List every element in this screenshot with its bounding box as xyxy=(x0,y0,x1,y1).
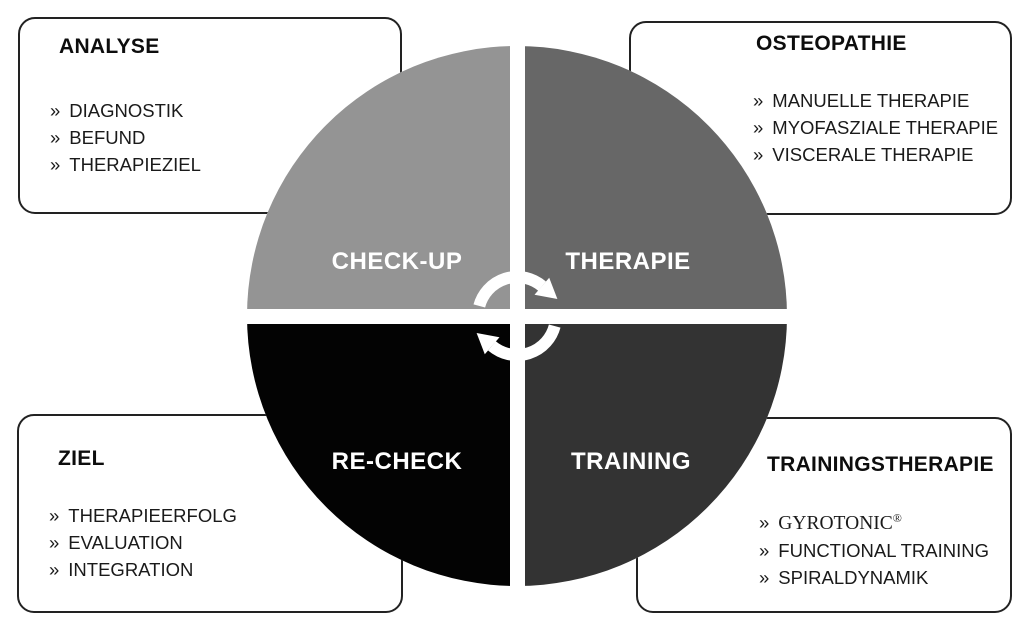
list-item-label: BEFUND xyxy=(69,127,146,148)
list-item-label: MANUELLE THERAPIE xyxy=(772,90,970,111)
list-item-label: INTEGRATION xyxy=(68,559,194,580)
guillemet-bullet-icon: » xyxy=(759,567,770,589)
guillemet-bullet-icon: » xyxy=(753,90,764,111)
guillemet-bullet-icon: » xyxy=(759,540,770,562)
list-item-label: MYOFASZIALE THERAPIE xyxy=(772,117,999,138)
list-item-label: DIAGNOSTIK xyxy=(69,100,184,121)
list-item: » FUNCTIONAL TRAINING xyxy=(759,537,1010,564)
panel-item-list: » MANUELLE THERAPIE » MYOFASZIALE THERAPIE… xyxy=(753,87,1010,168)
guillemet-bullet-icon: » xyxy=(49,532,60,553)
cycle-arrow-top xyxy=(473,270,558,308)
cycle-diagram: CHECK-UP THERAPIE RE-CHECK TRAINING xyxy=(247,46,787,586)
panel-title: ANALYSE xyxy=(59,35,160,58)
list-item-label: EVALUATION xyxy=(68,532,183,553)
list-item: » THERAPIEERFOLG xyxy=(49,502,401,529)
list-item-label: VISCERALE THERAPIE xyxy=(772,144,974,165)
list-item-label: GYROTONIC xyxy=(778,513,893,535)
guillemet-bullet-icon: » xyxy=(753,117,764,138)
cycle-arrow-bottom xyxy=(476,324,561,362)
guillemet-bullet-icon: » xyxy=(50,127,61,148)
list-item-label: SPIRALDYNAMIK xyxy=(778,567,929,589)
guillemet-bullet-icon: » xyxy=(50,100,61,121)
guillemet-bullet-icon: » xyxy=(759,512,770,534)
list-item: » GYROTONIC® xyxy=(759,505,1010,537)
list-item: » SPIRALDYNAMIK xyxy=(759,564,1010,591)
list-item-label: THERAPIEZIEL xyxy=(69,154,201,175)
panel-title: ZIEL xyxy=(58,447,105,470)
list-item: » MANUELLE THERAPIE xyxy=(753,87,1010,114)
guillemet-bullet-icon: » xyxy=(49,559,60,580)
cycle-arrows-icon xyxy=(473,270,561,362)
quadrant-label-check-up: CHECK-UP xyxy=(331,248,463,275)
guillemet-bullet-icon: » xyxy=(753,144,764,165)
list-item: » BEFUND xyxy=(50,124,400,151)
list-item: » INTEGRATION xyxy=(49,556,401,583)
guillemet-bullet-icon: » xyxy=(49,505,60,526)
panel-item-list: » DIAGNOSTIK » BEFUND » THERAPIEZIEL xyxy=(50,97,400,178)
list-item-label: THERAPIEERFOLG xyxy=(68,505,237,526)
panel-title: TRAININGSTHERAPIE xyxy=(767,453,994,476)
list-item: » EVALUATION xyxy=(49,529,401,556)
quadrant-label-therapie: THERAPIE xyxy=(565,248,691,275)
panel-item-list: » THERAPIEERFOLG » EVALUATION » INTEGRATION xyxy=(49,502,401,583)
list-item: » VISCERALE THERAPIE xyxy=(753,141,1010,168)
list-item: » DIAGNOSTIK xyxy=(50,97,400,124)
registered-trademark-icon: ® xyxy=(892,511,902,525)
list-item: » MYOFASZIALE THERAPIE xyxy=(753,114,1010,141)
list-item: » THERAPIEZIEL xyxy=(50,151,400,178)
list-item-label: FUNCTIONAL TRAINING xyxy=(778,540,990,562)
guillemet-bullet-icon: » xyxy=(50,154,61,175)
quadrant-label-re-check: RE-CHECK xyxy=(331,448,463,475)
panel-title: OSTEOPATHIE xyxy=(756,32,907,55)
panel-item-list: » GYROTONIC® » FUNCTIONAL TRAINING » SPIRAL… xyxy=(759,505,1010,591)
quadrant-label-training: TRAINING xyxy=(571,448,691,475)
